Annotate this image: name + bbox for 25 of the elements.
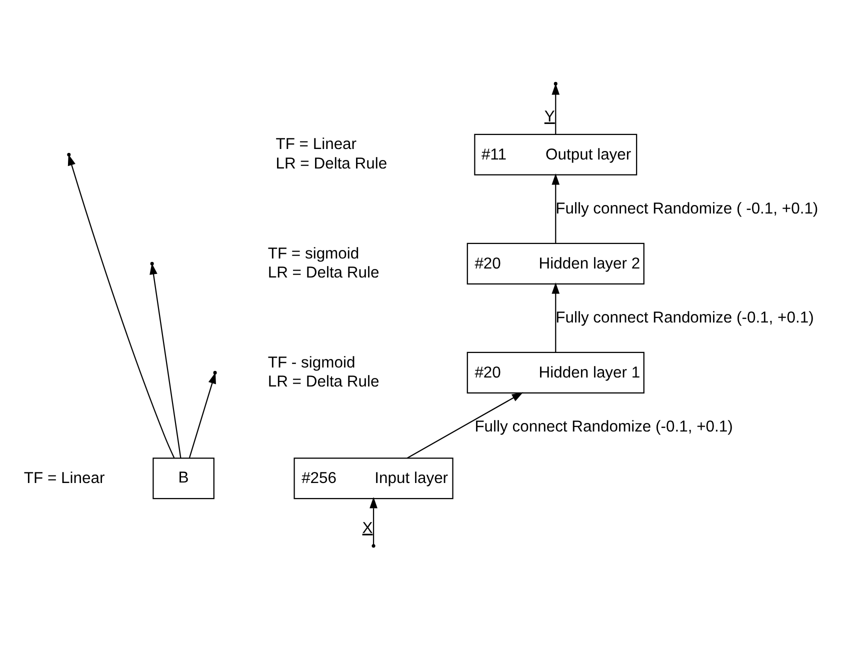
- label: TF = sigmoid: [267, 244, 359, 262]
- node-box: #20 Hidden layer 1: [466, 351, 644, 393]
- node-box: #11 Output layer: [474, 133, 637, 175]
- node-box: #20 Hidden layer 2: [466, 242, 644, 284]
- edge-label: Fully connect Randomize ( -0.1, +0.1): [555, 200, 818, 217]
- edge-label: X: [362, 519, 372, 536]
- label: TF = Linear: [275, 136, 356, 153]
- label: LR = Delta Rule: [267, 264, 379, 281]
- arrow: [188, 372, 216, 458]
- node-box: #256 Input layer: [293, 457, 453, 499]
- arrow: [551, 82, 560, 134]
- label: LR = Delta Rule: [267, 372, 379, 390]
- edge-label: Fully connect Randomize (-0.1, +0.1): [474, 418, 732, 435]
- arrow: [369, 496, 377, 544]
- label: TF = Linear: [23, 470, 104, 487]
- edge-label: Fully connect Randomize (-0.1, +0.1): [555, 308, 814, 326]
- arrow: [551, 173, 560, 242]
- node-box: B: [152, 457, 214, 499]
- arrow: [406, 392, 523, 458]
- arrow: [67, 154, 174, 458]
- label: LR = Delta Rule: [275, 154, 387, 172]
- arrow: [149, 262, 181, 458]
- label: TF - sigmoid: [267, 354, 355, 371]
- arrow: [551, 282, 560, 352]
- edge-label: Y: [544, 108, 554, 125]
